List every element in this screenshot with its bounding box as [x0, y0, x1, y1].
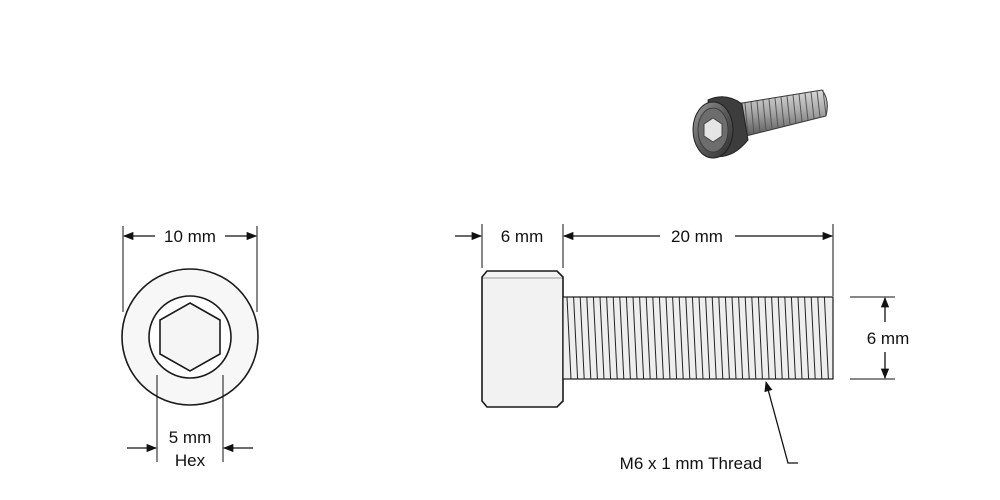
render-thread-line: [786, 95, 791, 125]
render-threads: [744, 89, 827, 137]
render-thread-line: [762, 99, 767, 132]
thread-lines: [566, 296, 829, 380]
thread-line: [691, 296, 697, 380]
render-shaft: [735, 89, 828, 139]
thread-line: [665, 296, 671, 380]
render-thread-line: [804, 92, 809, 121]
thread-line: [804, 296, 810, 380]
render-thread-line: [822, 89, 827, 116]
thread-line: [810, 296, 816, 380]
thread-line: [619, 296, 625, 380]
thread-line: [731, 296, 737, 380]
thread-line: [771, 296, 777, 380]
hex-label: Hex: [175, 451, 206, 470]
thread-line: [592, 296, 598, 380]
diameter-label: 6 mm: [867, 329, 910, 348]
thread-line: [724, 296, 730, 380]
thread-line: [718, 296, 724, 380]
thread-line: [586, 296, 592, 380]
thread-line: [639, 296, 645, 380]
thread-line: [711, 296, 717, 380]
thread-line: [751, 296, 757, 380]
thread-line: [645, 296, 651, 380]
thread-line: [823, 296, 829, 380]
shaft-length-label: 20 mm: [671, 227, 723, 246]
thread-line: [632, 296, 638, 380]
render-thread-line: [816, 90, 821, 117]
thread-leader-line: [764, 380, 798, 464]
thread-line: [566, 296, 572, 380]
hex-size-label: 5 mm: [169, 428, 212, 447]
render-thread-line: [810, 91, 815, 119]
render-thread-line: [750, 101, 755, 135]
thread-line: [698, 296, 704, 380]
thread-line: [764, 296, 770, 380]
thread-line: [685, 296, 691, 380]
thread-line: [579, 296, 585, 380]
thread-line: [606, 296, 612, 380]
render-thread-line: [774, 97, 779, 129]
render-thread-line: [768, 98, 773, 130]
thread-line: [738, 296, 744, 380]
render-thread-line: [744, 102, 749, 137]
isometric-screw-render: [692, 89, 828, 159]
render-thread-line: [792, 94, 797, 124]
end-view: 10 mm 5 mm Hex: [121, 226, 259, 470]
thread-line: [784, 296, 790, 380]
thread-line: [658, 296, 664, 380]
render-thread-line: [756, 100, 761, 133]
thread-line: [790, 296, 796, 380]
thread-line: [744, 296, 750, 380]
render-thread-line: [798, 93, 803, 122]
thread-line: [678, 296, 684, 380]
head-length-label: 6 mm: [501, 227, 544, 246]
side-view: 6 mm 20 mm 6 mm M6 x 1 mm Thread: [455, 224, 909, 473]
thread-line: [705, 296, 711, 380]
thread-line: [573, 296, 579, 380]
side-view-head: [481, 270, 564, 408]
hex-socket-icon: [159, 302, 221, 372]
thread-line: [672, 296, 678, 380]
render-thread-line: [780, 96, 785, 127]
thread-line: [652, 296, 658, 380]
thread-label: M6 x 1 mm Thread: [620, 454, 762, 473]
end-view-width-label: 10 mm: [164, 227, 216, 246]
thread-line: [612, 296, 618, 380]
thread-line: [625, 296, 631, 380]
thread-line: [817, 296, 823, 380]
thread-line: [757, 296, 763, 380]
thread-line: [797, 296, 803, 380]
thread-line: [777, 296, 783, 380]
thread-line: [599, 296, 605, 380]
render-hex-socket-icon: [703, 117, 723, 143]
